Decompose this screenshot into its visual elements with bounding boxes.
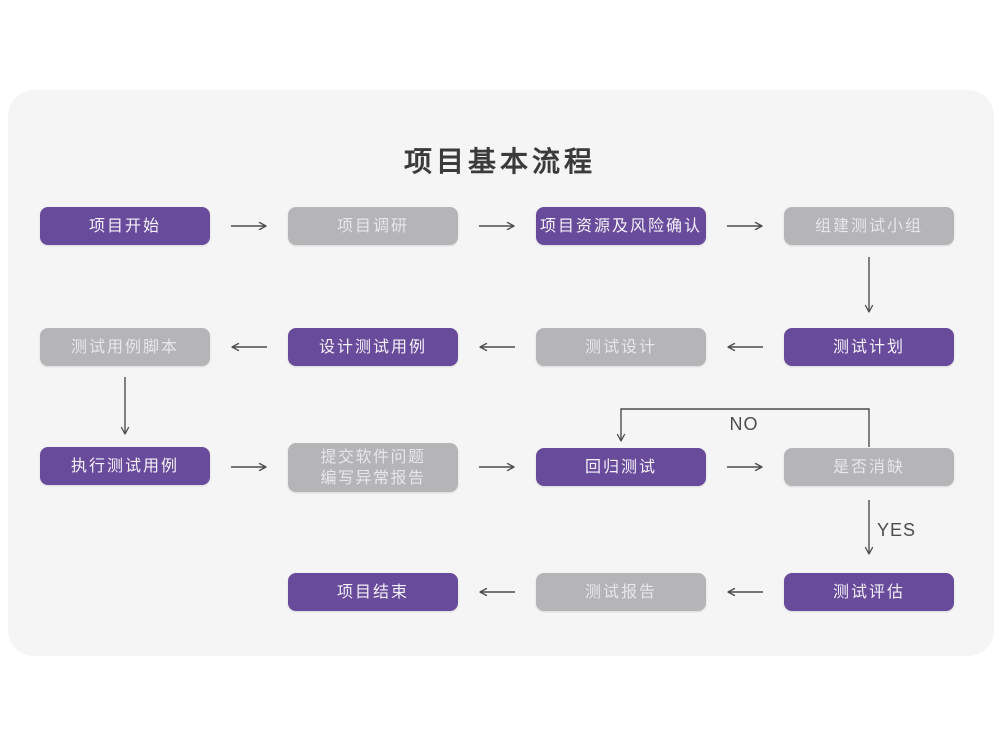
node-submit-issues-label-line2: 编写异常报告	[320, 469, 426, 487]
node-regression-test-label: 回归测试	[584, 458, 657, 476]
node-test-plan-label: 测试计划	[832, 338, 905, 356]
node-test-case-scripts-label: 测试用例脚本	[70, 338, 179, 356]
node-build-test-team: 组建测试小组	[784, 207, 954, 245]
node-project-start: 项目开始	[40, 207, 210, 245]
node-build-test-team-label: 组建测试小组	[814, 217, 923, 235]
node-project-end-label: 项目结束	[336, 583, 409, 601]
node-submit-issues: 提交软件问题 编写异常报告	[288, 443, 458, 492]
node-project-end: 项目结束	[288, 573, 458, 611]
diagram-title: 项目基本流程	[403, 146, 596, 177]
node-test-evaluation: 测试评估	[784, 573, 954, 611]
node-resources-risk: 项目资源及风险确认	[536, 207, 706, 245]
node-design-test-cases-label: 设计测试用例	[318, 338, 427, 356]
node-regression-test: 回归测试	[536, 448, 706, 486]
node-submit-issues-label-line1: 提交软件问题	[320, 448, 426, 466]
node-test-evaluation-label: 测试评估	[832, 583, 905, 601]
node-execute-test-cases: 执行测试用例	[40, 447, 210, 485]
node-project-start-label: 项目开始	[88, 217, 161, 235]
node-project-research: 项目调研	[288, 207, 458, 245]
node-project-research-label: 项目调研	[336, 217, 409, 235]
node-defect-cleared: 是否消缺	[784, 448, 954, 486]
node-execute-test-cases-label: 执行测试用例	[70, 457, 179, 475]
node-resources-risk-label: 项目资源及风险确认	[539, 217, 702, 235]
node-test-report-label: 测试报告	[584, 583, 657, 601]
node-design-test-cases: 设计测试用例	[288, 328, 458, 366]
yes-branch-label: YES	[877, 520, 917, 540]
node-test-report: 测试报告	[536, 573, 706, 611]
node-defect-cleared-label: 是否消缺	[832, 458, 905, 476]
node-test-case-scripts: 测试用例脚本	[40, 328, 210, 366]
no-branch-label: NO	[729, 414, 759, 434]
node-test-plan: 测试计划	[784, 328, 954, 366]
node-test-design: 测试设计	[536, 328, 706, 366]
flowchart-card-background	[8, 90, 994, 656]
node-test-design-label: 测试设计	[584, 338, 657, 356]
